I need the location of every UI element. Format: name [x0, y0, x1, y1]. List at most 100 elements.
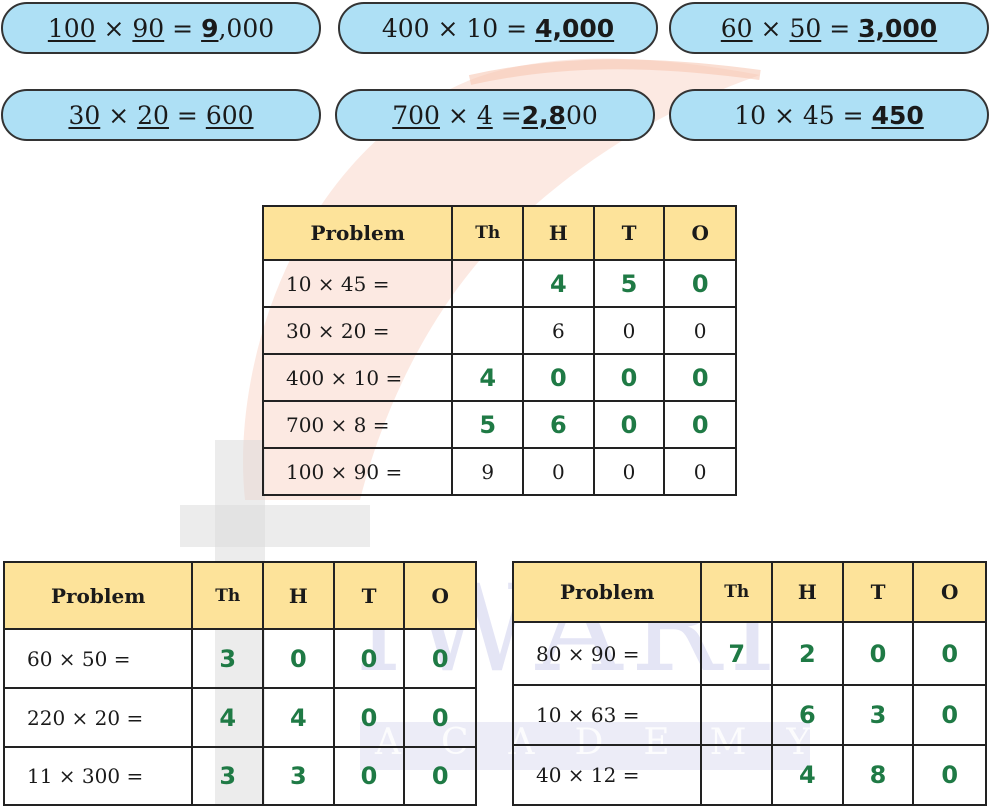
- header-tens: T: [332, 561, 406, 630]
- problem-cell: 700 × 8 =: [261, 400, 454, 449]
- ones-cell: 0: [663, 400, 737, 449]
- tens-cell: 5: [592, 259, 666, 308]
- place-value-table-right: Problem Th H T O 80 × 90 = 7 2 0 0 10 × …: [511, 561, 987, 806]
- thousands-cell: 9: [451, 447, 525, 496]
- ones-cell: 0: [663, 259, 737, 308]
- times-sign: ×: [437, 13, 459, 43]
- problem-cell: 40 × 12 =: [511, 744, 703, 806]
- table-row: 10 × 63 = 6 3 0: [511, 684, 987, 746]
- tens-cell: 0: [592, 447, 666, 496]
- problem-cell: 30 × 20 =: [261, 306, 454, 355]
- tens-cell: 8: [841, 744, 915, 806]
- equation-pill: 30 × 20 = 600: [1, 89, 321, 141]
- tens-cell: 0: [592, 400, 666, 449]
- ones-cell: 0: [663, 306, 737, 355]
- table-row: 220 × 20 = 4 4 0 0: [2, 687, 477, 748]
- header-ones: O: [912, 561, 987, 623]
- equals-sign: =: [176, 100, 198, 130]
- table-row: 80 × 90 = 7 2 0 0: [511, 621, 987, 686]
- place-value-table-left: Problem Th H T O 60 × 50 = 3 0 0 0 220 ×…: [2, 561, 477, 806]
- equals-sign: =: [506, 13, 528, 43]
- equation-operand-b: 10: [466, 13, 499, 43]
- header-thousands: Th: [700, 561, 774, 623]
- equation-operand-b: 45: [802, 100, 835, 130]
- equation-answer-rest: ,000: [218, 13, 275, 43]
- thousands-cell: 4: [451, 353, 525, 402]
- table-header-row: Problem Th H T O: [2, 561, 477, 630]
- problem-cell: 60 × 50 =: [2, 628, 194, 689]
- hundreds-cell: 0: [262, 628, 335, 689]
- problem-cell: 10 × 45 =: [261, 259, 454, 308]
- table-header-row: Problem Th H T O: [511, 561, 987, 623]
- ones-cell: 0: [663, 353, 737, 402]
- thousands-cell: [451, 306, 525, 355]
- hundreds-cell: 2: [771, 621, 844, 686]
- header-tens: T: [592, 205, 666, 261]
- hundreds-cell: 6: [522, 400, 595, 449]
- tens-cell: 3: [841, 684, 915, 746]
- header-hundreds: H: [262, 561, 335, 630]
- ones-cell: 0: [912, 684, 987, 746]
- header-tens: T: [841, 561, 915, 623]
- equation-operand-a: 400: [381, 13, 430, 43]
- times-sign: ×: [108, 100, 130, 130]
- equals-sign: =: [500, 100, 522, 130]
- thousands-cell: 4: [191, 687, 265, 748]
- thousands-cell: [700, 744, 774, 806]
- tens-cell: 0: [332, 746, 406, 806]
- table-row: 60 × 50 = 3 0 0 0: [2, 628, 477, 689]
- hundreds-cell: 4: [262, 687, 335, 748]
- equation-operand-a: 700: [392, 100, 440, 130]
- table-row: 40 × 12 = 4 8 0: [511, 744, 987, 806]
- problem-cell: 100 × 90 =: [261, 447, 454, 496]
- equation-operand-b: 90: [132, 13, 165, 43]
- equation-answer: 600: [205, 100, 254, 130]
- header-hundreds: H: [522, 205, 595, 261]
- equation-answer-lead: 9: [201, 13, 219, 43]
- hundreds-cell: 6: [771, 684, 844, 746]
- equation-operand-b: 4: [476, 100, 493, 130]
- thousands-cell: 3: [191, 746, 265, 806]
- hundreds-cell: 4: [522, 259, 595, 308]
- equation-answer-rest: 00: [565, 100, 598, 130]
- place-value-table-top: Problem Th H T O 10 × 45 = 4 5 0 30 × 20…: [261, 205, 737, 496]
- thousands-cell: 3: [191, 628, 265, 689]
- hundreds-cell: 4: [771, 744, 844, 806]
- hundreds-cell: 0: [522, 447, 595, 496]
- times-sign: ×: [103, 13, 125, 43]
- tens-cell: 0: [592, 306, 666, 355]
- ones-cell: 0: [912, 744, 987, 806]
- header-ones: O: [403, 561, 477, 630]
- equation-operand-a: 60: [720, 13, 753, 43]
- equals-sign: =: [172, 13, 194, 43]
- header-problem: Problem: [2, 561, 194, 630]
- equation-operand-b: 50: [789, 13, 822, 43]
- table-row: 400 × 10 = 4 0 0 0: [261, 353, 737, 402]
- ones-cell: 0: [663, 447, 737, 496]
- ones-cell: 0: [403, 687, 477, 748]
- tens-cell: 0: [592, 353, 666, 402]
- header-problem: Problem: [261, 205, 454, 261]
- tens-cell: 0: [332, 687, 406, 748]
- hundreds-cell: 0: [522, 353, 595, 402]
- table-row: 700 × 8 = 5 6 0 0: [261, 400, 737, 449]
- thousands-cell: 5: [451, 400, 525, 449]
- problem-cell: 10 × 63 =: [511, 684, 703, 746]
- equation-operand-a: 100: [47, 13, 96, 43]
- equation-operand-a: 30: [68, 100, 101, 130]
- equation-pill: 100 × 90 = 9,000: [1, 2, 321, 54]
- problem-cell: 220 × 20 =: [2, 687, 194, 748]
- times-sign: ×: [447, 100, 469, 130]
- ones-cell: 0: [403, 746, 477, 806]
- equation-pill: 60 × 50 = 3,000: [669, 2, 989, 54]
- equation-operand-a: 10: [734, 100, 767, 130]
- table-row: 11 × 300 = 3 3 0 0: [2, 746, 477, 806]
- hundreds-cell: 6: [522, 306, 595, 355]
- times-sign: ×: [760, 13, 782, 43]
- equals-sign: =: [842, 100, 864, 130]
- table-row: 30 × 20 = 6 0 0: [261, 306, 737, 355]
- times-sign: ×: [774, 100, 795, 130]
- thousands-cell: [700, 684, 774, 746]
- ones-cell: 0: [403, 628, 477, 689]
